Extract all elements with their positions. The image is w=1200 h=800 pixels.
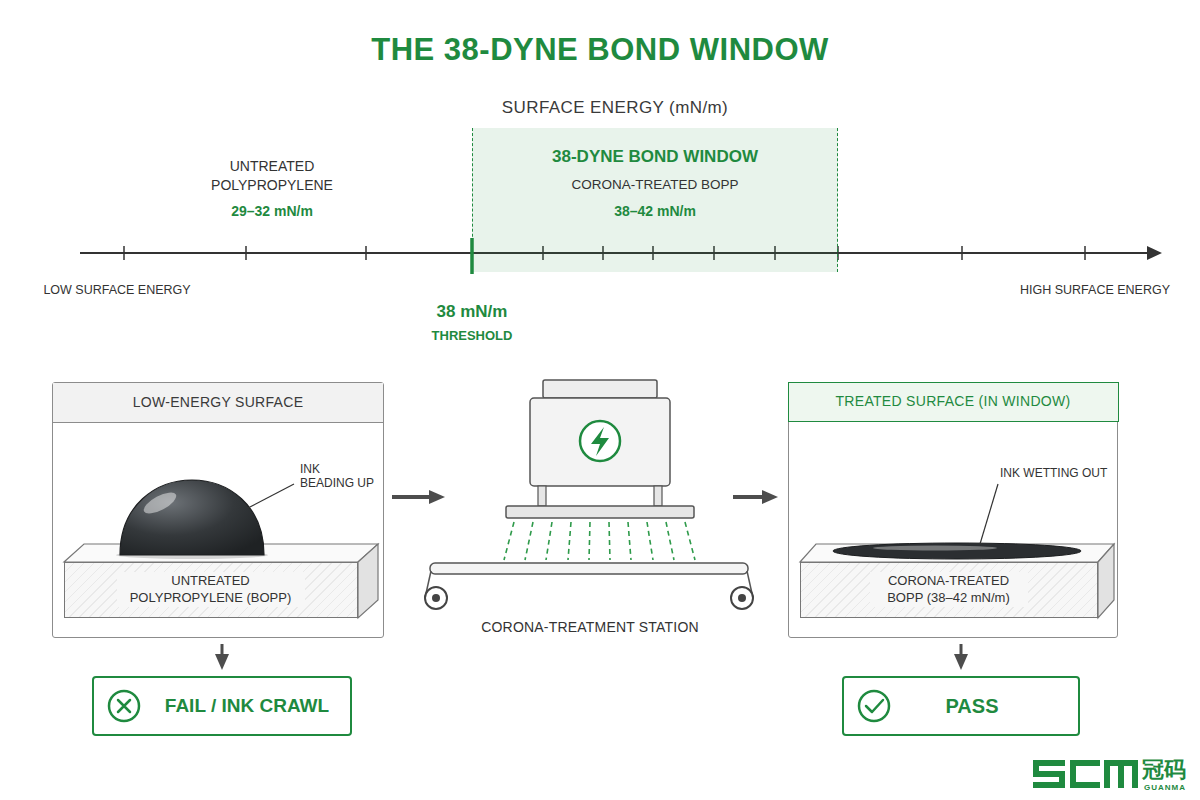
threshold-value: 38 mN/m — [437, 302, 508, 322]
panel-header: TREATED SURFACE (IN WINDOW) — [788, 382, 1119, 422]
axis-tick — [961, 246, 963, 260]
flow-arrow — [960, 644, 963, 658]
check-mark — [866, 700, 883, 712]
axis-arrowhead — [1147, 246, 1162, 260]
axis-end-label: HIGH SURFACE ENERGY — [1020, 283, 1170, 298]
electrode-rod — [654, 486, 662, 506]
discharge-line — [525, 522, 533, 560]
discharge-line — [666, 522, 674, 560]
slab-label: UNTREATED POLYPROPYLENE (BOPP) — [117, 572, 305, 608]
panel-title: LOW-ENERGY SURFACE — [133, 394, 304, 411]
discharge-line — [504, 522, 514, 560]
watermark-text: 冠码 — [1142, 757, 1186, 783]
result-box: FAIL / INK CRAWL — [92, 676, 352, 736]
discharge-line — [568, 522, 571, 560]
conveyor-roller — [731, 587, 753, 609]
roller-hub — [432, 594, 440, 602]
pass-icon — [859, 691, 889, 721]
power-icon — [580, 421, 620, 461]
logo-block — [1070, 782, 1100, 788]
discharge-line — [628, 522, 631, 560]
film-slab: CORONA-TREATED BOPP (38–42 mN/m) — [800, 562, 1098, 618]
result-box: PASS — [842, 676, 1080, 736]
callout-label: INK BEADING UP — [300, 462, 376, 491]
film-slab: UNTREATED POLYPROPYLENE (BOPP) — [64, 562, 358, 618]
material-label: UNTREATED POLYPROPYLENE — [192, 157, 352, 195]
flow-arrow — [392, 495, 433, 499]
leader-line — [980, 484, 998, 544]
discharge-line — [589, 522, 590, 560]
drop-highlight — [141, 488, 179, 517]
range-label: 29–32 mN/m — [231, 203, 313, 220]
watermark-text: GUANMA — [1144, 783, 1186, 793]
panel-title: TREATED SURFACE (IN WINDOW) — [836, 393, 1071, 410]
result-label: FAIL / INK CRAWL — [165, 695, 329, 718]
surface-panel: TREATED SURFACE (IN WINDOW) CORONA-TREATE… — [788, 382, 1118, 638]
logo-block — [1132, 760, 1138, 788]
discharge-line — [546, 522, 552, 560]
leader-line — [248, 484, 294, 508]
cross-mark — [118, 700, 130, 712]
band-heading: 38-DYNE BOND WINDOW — [552, 147, 758, 167]
conveyor-roller — [425, 587, 447, 609]
axis-tick — [245, 246, 247, 260]
band-range: 38–42 mN/m — [614, 203, 696, 220]
ink-drop — [120, 480, 264, 555]
film-highlight — [873, 546, 997, 551]
diagram-title: THE 38-DYNE BOND WINDOW — [371, 31, 829, 68]
surface-panel: LOW-ENERGY SURFACE UNTREATED POLYPROPYLEN… — [52, 382, 384, 638]
axis-tick — [123, 246, 125, 260]
slab-side-face — [358, 544, 378, 618]
roller-hub — [738, 594, 746, 602]
discharge-line — [647, 522, 653, 560]
station-label: CORONA-TREATMENT STATION — [481, 619, 699, 636]
treatment-station: CORONA-TREATMENT STATION — [455, 376, 725, 642]
fail-icon — [109, 691, 139, 721]
station-housing — [530, 398, 670, 486]
threshold-label: THRESHOLD — [432, 328, 513, 344]
corona-discharge — [504, 522, 695, 560]
band-subtitle: CORONA-TREATED BOPP — [571, 177, 738, 193]
axis-title: SURFACE ENERGY (mN/m) — [502, 98, 728, 118]
ink-film — [833, 543, 1081, 559]
slab-side-face — [1098, 544, 1114, 618]
axis-end-label: LOW SURFACE ENERGY — [43, 283, 190, 298]
flow-arrow — [733, 495, 766, 499]
station-cap — [543, 380, 657, 398]
discharge-line — [685, 522, 695, 560]
slab-label: CORONA-TREATED BOPP (38–42 mN/m) — [870, 572, 1028, 608]
conveyor-belt — [430, 563, 748, 574]
axis-tick — [365, 246, 367, 260]
panel-header: LOW-ENERGY SURFACE — [53, 383, 383, 423]
logo-block — [1118, 760, 1124, 788]
slab-top-face — [800, 544, 1114, 562]
result-label: PASS — [946, 694, 999, 718]
watermark-logo — [1033, 760, 1138, 788]
logo-block — [1033, 782, 1065, 788]
discharge-line — [609, 522, 610, 560]
callout-label: INK WETTING OUT — [1000, 466, 1107, 480]
bond-window-band: 38-DYNE BOND WINDOW CORONA-TREATED BOPP 38… — [472, 128, 838, 272]
electrode-rod — [538, 486, 546, 506]
flow-arrow — [221, 644, 224, 658]
axis-tick — [1084, 246, 1086, 260]
electrode-bar — [506, 506, 694, 518]
lightning-bolt — [591, 427, 609, 456]
